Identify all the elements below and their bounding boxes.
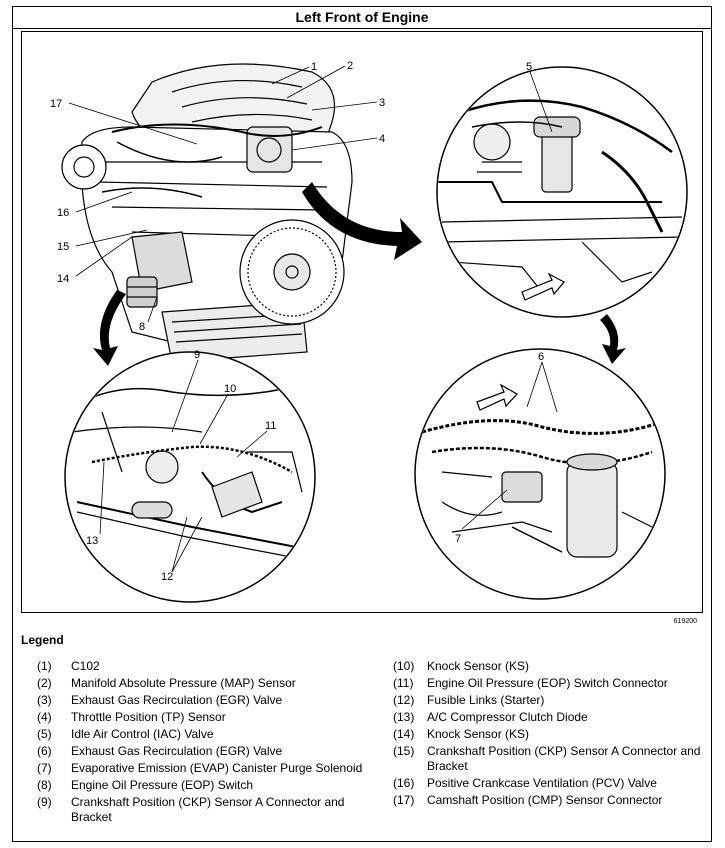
callout-6: 6 <box>538 351 544 363</box>
legend-item: (12)Fusible Links (Starter) <box>393 693 545 707</box>
legend-item: (15)Crankshaft Position (CKP) Sensor A C… <box>393 744 701 773</box>
legend-item: (16)Positive Crankcase Ventilation (PCV)… <box>393 776 657 790</box>
legend-item: (9)Crankshaft Position (CKP) Sensor A Co… <box>37 795 345 824</box>
detail-circle-top-right <box>436 66 688 318</box>
legend-left-column: (1)C102 (2)Manifold Absolute Pressure (M… <box>37 659 367 827</box>
engine-main-view <box>61 63 353 363</box>
callout-2: 2 <box>347 60 353 72</box>
arrow-to-detail-6 <box>600 314 626 364</box>
legend-item: (6)Exhaust Gas Recirculation (EGR) Valve <box>37 744 283 758</box>
callout-8: 8 <box>139 321 145 333</box>
callout-14: 14 <box>57 273 69 285</box>
callout-12: 12 <box>161 571 173 583</box>
callout-13: 13 <box>86 535 98 547</box>
legend-item: (5)Idle Air Control (IAC) Valve <box>37 727 214 741</box>
arrow-to-detail-9 <box>93 290 126 366</box>
legend-item: (1)C102 <box>37 659 100 673</box>
callout-7: 7 <box>455 533 461 545</box>
legend-right-column: (10)Knock Sensor (KS) (11)Engine Oil Pre… <box>393 659 703 810</box>
callout-17: 17 <box>50 98 62 110</box>
callout-3: 3 <box>379 97 385 109</box>
callout-1: 1 <box>311 61 317 73</box>
legend-item: (4)Throttle Position (TP) Sensor <box>37 710 226 724</box>
legend-item: (8)Engine Oil Pressure (EOP) Switch <box>37 778 254 792</box>
arrow-to-detail-5 <box>302 182 422 260</box>
callout-5: 5 <box>526 61 532 73</box>
engine-illustration: 1 2 3 4 5 6 7 8 9 10 11 12 13 14 15 16 1… <box>21 31 703 613</box>
legend-item: (7)Evaporative Emission (EVAP) Canister … <box>37 761 363 775</box>
callout-15: 15 <box>57 241 69 253</box>
callout-11: 11 <box>265 420 276 432</box>
legend-item: (2)Manifold Absolute Pressure (MAP) Sens… <box>37 676 296 690</box>
legend-item: (11)Engine Oil Pressure (EOP) Switch Con… <box>393 676 668 690</box>
diagram-title: Left Front of Engine <box>13 7 711 29</box>
callout-9: 9 <box>194 349 200 361</box>
figure-id: 619200 <box>673 618 697 625</box>
detail-circle-bottom-left <box>64 351 316 603</box>
leader-lines <box>68 65 558 573</box>
diagram-frame: Left Front of Engine <box>12 6 712 842</box>
callout-4: 4 <box>379 133 385 145</box>
detail-circle-bottom-right <box>414 348 666 600</box>
callout-16: 16 <box>57 207 69 219</box>
callout-10: 10 <box>224 383 236 395</box>
legend-item: (14)Knock Sensor (KS) <box>393 727 530 741</box>
legend-item: (17)Camshaft Position (CMP) Sensor Conne… <box>393 793 663 807</box>
legend-item: (3)Exhaust Gas Recirculation (EGR) Valve <box>37 693 283 707</box>
legend-item: (10)Knock Sensor (KS) <box>393 659 530 673</box>
legend-item: (13)A/C Compressor Clutch Diode <box>393 710 588 724</box>
legend-title: Legend <box>21 633 64 647</box>
